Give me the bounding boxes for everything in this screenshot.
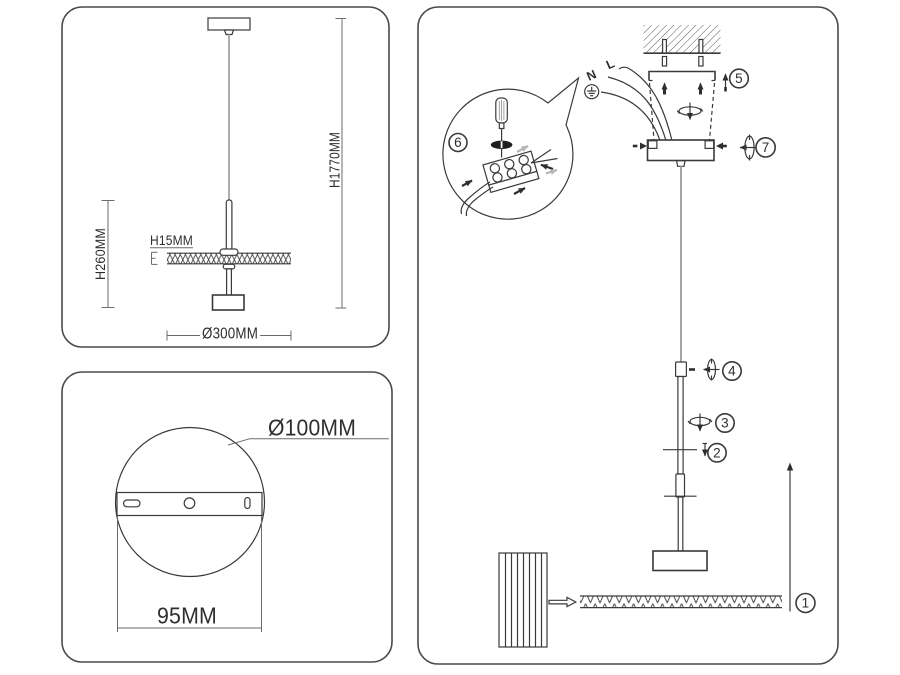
drill-hole-left xyxy=(661,38,667,54)
step-3-badge: 3 xyxy=(714,412,735,433)
step-3-indicator: 3 xyxy=(687,412,735,433)
stem-rod-upper xyxy=(225,199,233,251)
step-1-indicator: 1 xyxy=(786,462,816,614)
mains-wires: N L xyxy=(584,56,673,141)
step-2-badge: 2 xyxy=(706,442,727,463)
wiring-detail-bubble: 6 xyxy=(442,76,580,220)
projection-line-right xyxy=(708,82,716,141)
step-4-number: 4 xyxy=(728,364,736,379)
ceiling-hatch xyxy=(643,25,721,55)
step-1-number: 1 xyxy=(802,596,810,611)
terminal-block xyxy=(482,150,540,194)
insert-arrow-bottom xyxy=(513,187,526,195)
canopy-diameter-label: Ø100MM xyxy=(268,415,356,441)
wall-anchor-left xyxy=(661,55,668,67)
panel-side-view-border xyxy=(61,6,390,348)
side-screw-icon-small xyxy=(703,358,720,381)
step-7-indicator: 7 xyxy=(739,134,777,161)
packaged-diffuser xyxy=(498,552,548,648)
screwdriver-icon xyxy=(490,97,513,158)
dimension-canopy-diameter: Ø100MM xyxy=(227,415,389,446)
wire-neutral xyxy=(607,76,667,141)
disc-diameter-label: Ø300MM xyxy=(202,326,258,343)
driver-cylinder-side xyxy=(211,294,245,311)
step-1-badge: 1 xyxy=(795,592,816,614)
dimension-total-height: H1770MM xyxy=(327,18,347,309)
step-5-badge: 5 xyxy=(728,68,750,89)
disc-thickness-label: H15MM xyxy=(150,232,193,248)
ground-symbol-icon xyxy=(584,84,600,100)
mounting-slot-right xyxy=(244,497,251,510)
insert-arrow-left xyxy=(461,179,473,187)
wire-into-block-2 xyxy=(465,186,494,217)
disc-hub-top xyxy=(219,248,239,256)
mounting-bracket xyxy=(648,70,716,82)
disc-texture xyxy=(167,253,291,264)
canopy-screw-boss-right xyxy=(704,140,715,150)
stem-tube xyxy=(675,473,686,498)
disc-hub-bottom xyxy=(222,263,236,270)
wire-ground xyxy=(600,91,661,141)
wire-live xyxy=(618,66,673,141)
step-7-badge: 7 xyxy=(755,136,777,158)
fixture-height-label: H260MM xyxy=(92,228,108,280)
ghost-arrow-top xyxy=(516,145,529,153)
panel-assembly: 5 xyxy=(417,6,839,665)
total-height-label: H1770MM xyxy=(327,132,344,188)
dimension-disc-diameter: Ø300MM xyxy=(166,326,292,343)
cable-hole xyxy=(183,497,196,510)
panel-canopy-view: Ø100MM 95MM xyxy=(61,371,393,663)
insert-arrow-right xyxy=(540,163,554,171)
step-4-indicator: 4 xyxy=(689,358,742,381)
terminal-wires xyxy=(460,145,558,217)
wire-into-block-1 xyxy=(460,181,491,215)
wall-anchor-right xyxy=(698,55,704,67)
strip-texture xyxy=(580,596,782,608)
step-7-number: 7 xyxy=(762,140,770,155)
dimension-fixture-height: H260MM xyxy=(92,200,115,308)
canopy-screw-boss-left xyxy=(647,140,658,150)
ghost-arrow-right xyxy=(545,168,558,175)
step-2-indicator: 2 xyxy=(702,442,727,463)
stem-rod-lower xyxy=(226,268,233,296)
stem-rod-assembly xyxy=(677,375,684,475)
cable-grip xyxy=(675,160,686,167)
step-5-number: 5 xyxy=(735,71,743,86)
step-2-number: 2 xyxy=(713,446,721,461)
step-5-indicator: 5 xyxy=(722,68,750,92)
crystal-strip-edge xyxy=(580,595,782,609)
stem-rod-bottom xyxy=(677,496,684,552)
screw-rotation-icon xyxy=(676,102,704,120)
cable-joint xyxy=(674,361,687,378)
wire-fork-right xyxy=(530,149,558,164)
step-4-badge: 4 xyxy=(721,360,742,381)
ceiling-canopy-assembly xyxy=(646,139,715,167)
canopy-side-screw-left-icon xyxy=(632,142,647,150)
step-6-number: 6 xyxy=(454,135,462,150)
top-screw-icon xyxy=(687,413,713,432)
dimension-bracket-spacing: 95MM xyxy=(117,516,262,632)
ceiling-canopy-side xyxy=(207,17,251,31)
up-arrow-small-icon xyxy=(786,462,794,471)
canopy-side-screw-right-icon xyxy=(716,142,727,150)
mounting-slot-left xyxy=(122,499,141,508)
driver-cylinder-assembly xyxy=(652,550,708,572)
canopy-cable-grip xyxy=(223,29,235,36)
panel-side-view: H1770MM H260MM H15MM Ø300MM xyxy=(61,6,390,348)
side-screw-icon xyxy=(739,134,758,161)
bubble-outline xyxy=(442,76,580,220)
projection-line-left xyxy=(648,82,655,141)
step-6-badge: 6 xyxy=(448,132,468,153)
drill-hole-right xyxy=(698,38,704,54)
dimension-disc-thickness: H15MM xyxy=(150,232,193,265)
bracket-spacing-label: 95MM xyxy=(157,603,217,629)
slide-arrow-icon xyxy=(548,596,578,608)
step-3-number: 3 xyxy=(721,416,729,431)
